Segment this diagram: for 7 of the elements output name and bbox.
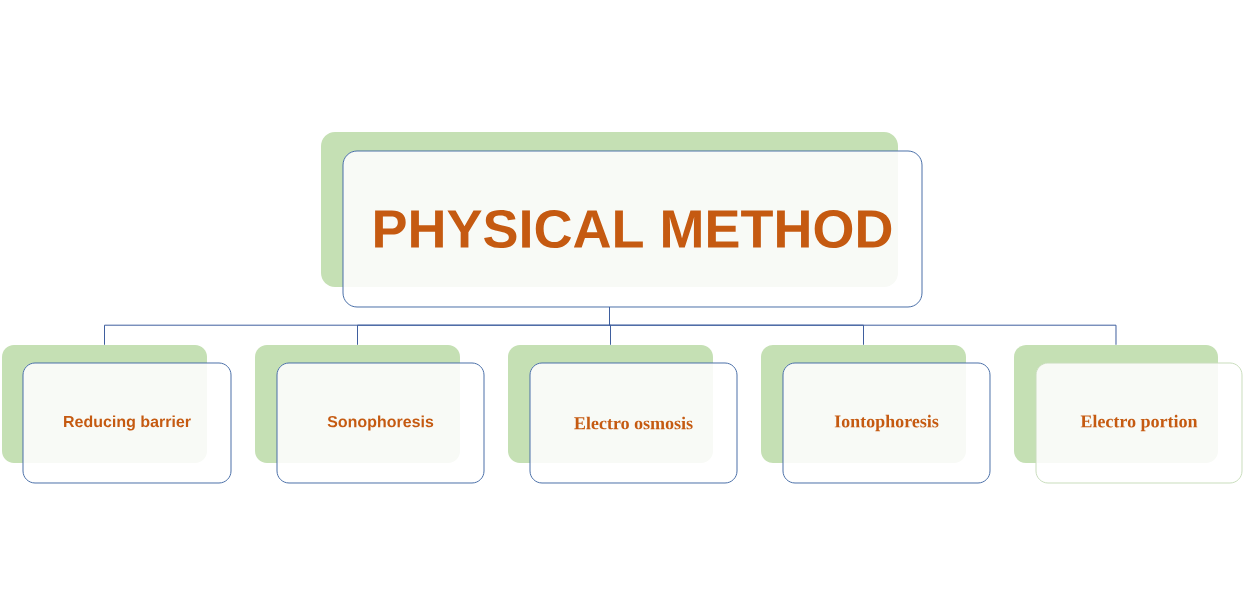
process-box: Electro osmosis — [508, 345, 738, 484]
connector-line — [609, 306, 1117, 346]
process-box: Reducing barrier — [2, 345, 232, 484]
process-box: Electro portion — [1014, 345, 1243, 484]
process-box: Iontophoresis — [761, 345, 991, 484]
title-box: PHYSICAL METHOD — [321, 132, 923, 308]
process-box: Sonophoresis — [255, 345, 485, 484]
